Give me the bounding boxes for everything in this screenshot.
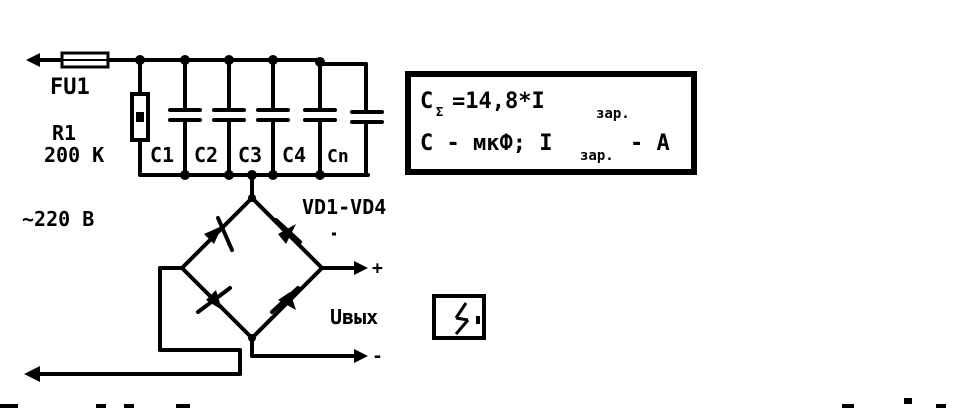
output-plus-wire	[320, 261, 368, 275]
label-c2: C2	[194, 143, 218, 167]
formula-line1-prefix: C	[420, 89, 433, 114]
bridge-left-wire	[158, 266, 242, 376]
battery-icon	[432, 294, 486, 340]
label-output: Uвых	[330, 305, 378, 329]
capacitor-c2	[212, 58, 246, 177]
label-c3: C3	[238, 143, 262, 167]
formula-line1-sub: Σ	[436, 105, 443, 119]
diode-vd2	[274, 218, 302, 244]
label-bridge: VD1-VD4	[302, 195, 386, 219]
label-c4: C4	[282, 143, 306, 167]
diode-vd4	[270, 286, 300, 314]
formula-line2-suffix: - A	[630, 131, 670, 156]
formula-line1-main: =14,8*I	[452, 89, 545, 114]
label-cn: Cn	[327, 146, 349, 167]
cropped-caption-remnant	[0, 398, 946, 408]
label-plus: +	[372, 258, 383, 279]
label-fuse: FU1	[50, 75, 90, 100]
fuse-fu1	[60, 51, 110, 69]
label-minus: -	[372, 346, 383, 367]
label-c1: C1	[150, 143, 174, 167]
junction-dots-top	[135, 55, 325, 67]
capacitor-cn	[318, 62, 384, 177]
formula-line1-sub2: зар.	[596, 106, 630, 122]
diode-vd3	[196, 286, 232, 314]
capacitor-c3	[256, 58, 290, 177]
output-minus-wire	[250, 336, 368, 363]
formula-line2-main: C - мкФ; I	[420, 131, 552, 156]
formula-line2-sub: зар.	[580, 148, 614, 164]
diode-bridge	[180, 194, 324, 342]
input-terminal-top	[26, 53, 64, 67]
resistor-r1	[130, 58, 150, 177]
label-resistor-value: 200 K	[44, 143, 104, 167]
capacitor-c4	[303, 58, 337, 177]
diode-vd1	[204, 216, 234, 252]
input-terminal-bottom	[24, 366, 242, 382]
capacitor-c1	[168, 58, 202, 177]
formula-box: C Σ =14,8*I зар. C - мкФ; I зар. - A	[405, 71, 697, 175]
label-mains: ~220 В	[22, 207, 94, 231]
label-resistor-name: R1	[52, 121, 76, 145]
